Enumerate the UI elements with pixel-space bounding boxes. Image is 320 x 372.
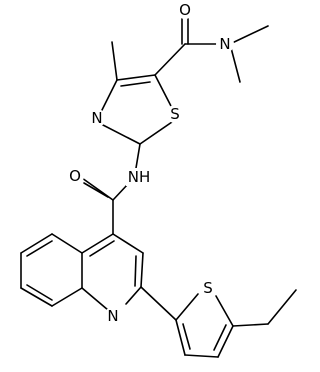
svg-text:S: S [170,105,180,123]
svg-text:N: N [219,35,230,53]
bond-lines [20,15,297,358]
svg-text:N: N [107,307,118,325]
atom-label-o-top: O [176,1,194,19]
svg-text:NH: NH [128,168,151,186]
svg-text:N: N [91,109,102,127]
atom-label-s-thiophene: S [199,279,217,297]
molecule-structure: O N S N O NH N S [20,1,297,358]
atom-label-s-thiazole: S [166,105,184,123]
atom-label-o-mid: O [66,167,84,185]
svg-text:S: S [203,279,213,297]
atom-label-n-quinoline: N [104,307,122,325]
svg-text:O: O [179,1,191,19]
atom-label-n-thiazole: N [88,109,106,127]
molecule-diagram: O N S N O NH N S [20,1,297,358]
svg-text:O: O [69,167,81,185]
atom-label-nh: NH [126,168,152,186]
atom-label-n-dimethyl: N [216,35,234,53]
